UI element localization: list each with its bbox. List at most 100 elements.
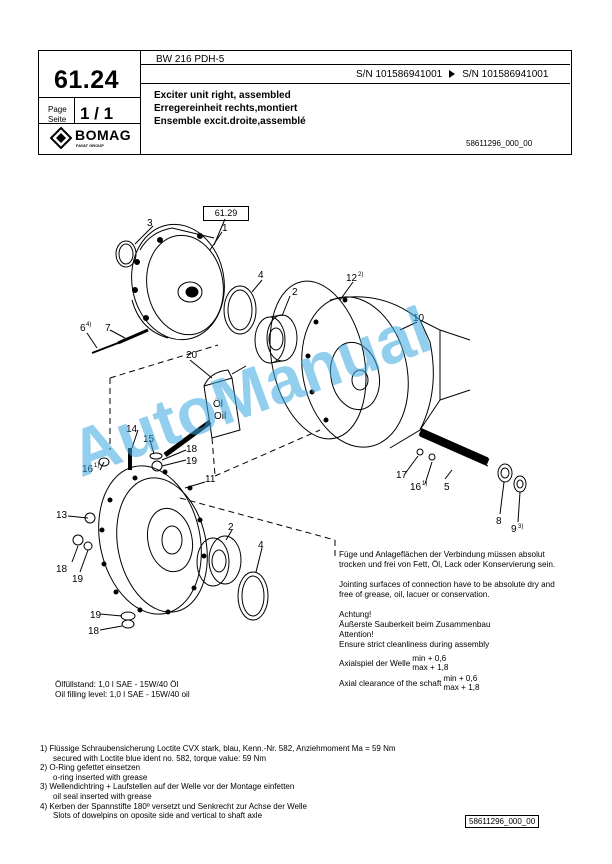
page-label-en: Page: [48, 105, 67, 114]
attention-en-text: Ensure strict cleanliness during assembl…: [339, 640, 490, 649]
axial-clearance-de: Axialspiel der Welle min + 0,6 max + 1,8: [339, 654, 564, 672]
page-label-de: Seite: [48, 115, 67, 124]
logo-word: BOMAG: [75, 127, 132, 143]
label-6-sup: 4): [86, 322, 91, 328]
label-14: 14: [126, 424, 138, 435]
label-3: 3: [147, 218, 153, 229]
title-en: Exciter unit right, assembled: [154, 90, 291, 101]
axial-de-max: max + 1,8: [412, 663, 449, 672]
footnote-3: 3) Wellendichtring + Laufstellen auf der…: [40, 782, 295, 792]
label-1: 1: [222, 223, 228, 234]
label-19-mid: 19: [72, 574, 84, 585]
label-5: 5: [444, 482, 450, 493]
axial-clearance-en: Axial clearance of the schaft min + 0,6 …: [339, 674, 564, 692]
part-9-seal: [513, 475, 527, 493]
label-2-lower: 2: [228, 522, 234, 533]
label-9-sup: 3): [518, 524, 523, 530]
serial-from: S/N 101586941001: [356, 69, 443, 80]
footnote-4-en: Slots of dowelpins on oposite side and v…: [53, 811, 263, 821]
label-18-top: 18: [186, 444, 198, 455]
header-frame: [38, 50, 572, 155]
label-13: 13: [56, 510, 68, 521]
axial-de-min: min + 0,6: [412, 654, 447, 663]
axial-de-values: min + 0,6 max + 1,8: [412, 654, 448, 672]
reference-callout: 61.29: [203, 206, 249, 221]
label-18-bottom: 18: [88, 626, 100, 637]
fill-en: Oil filling level: 1,0 l SAE - 15W/40 oi…: [55, 689, 190, 699]
footnote-4: 4) Kerben der Spannstifte 180º versetzt …: [40, 801, 307, 811]
bomag-logo: BOMAG FAYAT GROUP: [50, 127, 132, 149]
label-6: 6: [80, 323, 86, 334]
oilcan-label-de: Öl: [213, 398, 223, 410]
label-12-sup: 2): [358, 272, 363, 278]
header-divider-vertical: [140, 50, 141, 154]
label-15: 15: [143, 434, 155, 445]
serial-range: S/N 101586941001 S/N 101586941001: [356, 69, 548, 80]
header-divider-page: [38, 97, 141, 98]
footnotes: 1) Flüssige Schraubensicherung Loctite C…: [40, 744, 580, 821]
doc-reference: 58611296_000_00: [466, 139, 533, 148]
label-16-left-sup: 1): [94, 463, 99, 469]
axial-en-values: min + 0,6 max + 1,8: [443, 674, 479, 692]
axial-de-label: Axialspiel der Welle: [339, 658, 411, 668]
page-label: Page Seite: [48, 105, 67, 125]
label-17-right: 17: [396, 470, 408, 481]
label-4-upper: 4: [258, 270, 264, 281]
label-9: 9: [511, 524, 517, 535]
axial-en-label: Axial clearance of the schaft: [339, 678, 442, 688]
footer-doc-reference: 58611296_000_00: [465, 815, 540, 828]
oilcan-label-en: Oil: [214, 411, 226, 422]
assembly-note: Füge und Anlageflächen der Verbindung mü…: [339, 550, 564, 692]
label-16-right: 16: [410, 482, 422, 493]
part-4-circlip-upper: [223, 285, 257, 335]
label-20: 20: [186, 350, 198, 361]
label-8: 8: [496, 516, 502, 527]
header-divider-model: [141, 64, 570, 65]
part-1-cover: [131, 223, 225, 341]
model-name: BW 216 PDH-5: [156, 54, 225, 65]
label-16-left: 16: [82, 464, 94, 475]
header-divider-page-label: [74, 97, 75, 123]
logo-sub: FAYAT GROUP: [76, 143, 104, 148]
label-16-right-sup: 1): [422, 481, 427, 487]
bomag-diamond-icon: [50, 127, 72, 149]
title-de: Erregereinheit rechts,montiert: [154, 103, 298, 114]
attention-en: Attention!: [339, 630, 374, 639]
footnote-2-en: o-ring inserted with grease: [53, 772, 148, 782]
serial-to: S/N 101586941001: [462, 69, 549, 80]
footnote-1-en: secured with Loctite blue ident no. 582,…: [53, 753, 267, 763]
part-4-circlip-lower: [237, 571, 269, 621]
footnote-1: 1) Flüssige Schraubensicherung Loctite C…: [40, 744, 396, 753]
label-11: 11: [205, 474, 216, 485]
label-2-upper: 2: [292, 287, 298, 298]
label-12: 12: [346, 273, 358, 284]
axial-en-max: max + 1,8: [443, 683, 480, 692]
arrow-right-icon: [449, 70, 456, 78]
part-11-flange: [98, 465, 202, 615]
note-de: Füge und Anlageflächen der Verbindung mü…: [339, 550, 556, 569]
attention-de-text: Äußerste Sauberkeit beim Zusammenbau: [339, 620, 491, 629]
page-title: Exciter unit right, assembled Erregerein…: [154, 89, 306, 128]
label-18-mid: 18: [56, 564, 68, 575]
part-12-oring-large: [269, 280, 367, 440]
label-19-top: 19: [186, 456, 198, 467]
page-number: 61.24: [54, 66, 120, 94]
attention-de: Achtung!: [339, 610, 372, 619]
header-divider-sn: [141, 83, 570, 84]
part-2-bearing-lower: [208, 535, 242, 585]
label-7: 7: [105, 323, 111, 334]
axial-en-min: min + 0,6: [443, 674, 478, 683]
footnote-2: 2) O-Ring gefettet einsetzen: [40, 763, 141, 773]
part-8-seal: [497, 463, 513, 483]
title-fr: Ensemble excit.droite,assemblé: [154, 116, 306, 127]
header-divider-logo: [38, 123, 141, 124]
page-fraction: 1 / 1: [80, 104, 114, 123]
part-3-oring: [115, 240, 137, 268]
label-4-lower: 4: [258, 540, 264, 551]
label-19-bottom: 19: [90, 610, 102, 621]
note-en: Jointing surfaces of connection have to …: [339, 580, 555, 599]
label-10: 10: [413, 313, 425, 324]
part-20-oilcan: [203, 377, 241, 439]
oil-fill-level: Ölfüllstand: 1,0 l SAE - 15W/40 Öl Oil f…: [55, 680, 190, 699]
